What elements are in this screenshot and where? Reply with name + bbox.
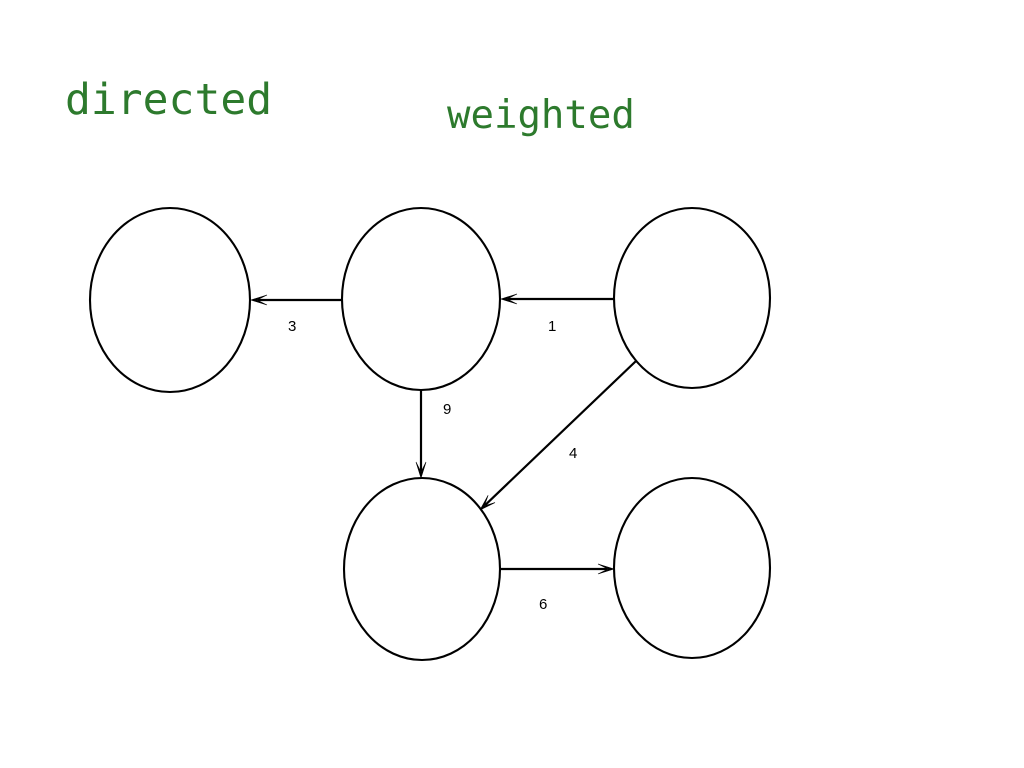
arrowhead-icon	[249, 294, 268, 306]
title-weighted: weighted	[447, 93, 635, 138]
edge-n2-n1[interactable]: 3	[249, 294, 343, 335]
edge-weight-label: 4	[569, 445, 577, 462]
arrowhead-icon	[597, 563, 616, 575]
edge-n4-n5[interactable]: 6	[500, 563, 616, 613]
edge-line	[484, 360, 637, 506]
edge-n3-n4[interactable]: 4	[479, 360, 637, 511]
arrowhead-icon	[499, 293, 518, 305]
edge-weight-label: 6	[539, 596, 547, 613]
arrowhead-icon	[479, 495, 496, 511]
arrowhead-icon	[415, 461, 427, 480]
graph-node-n2[interactable]	[340, 206, 502, 392]
node-group	[88, 206, 772, 662]
edge-weight-label: 9	[443, 401, 451, 418]
edge-n3-n2[interactable]: 1	[499, 293, 614, 335]
title-group: directed weighted	[65, 75, 635, 138]
edge-group: 3 1 9 4 6	[249, 293, 637, 613]
edge-weight-label: 1	[548, 318, 556, 335]
title-directed: directed	[65, 75, 272, 125]
graph-node-n4[interactable]	[342, 476, 502, 662]
graph-node-n3[interactable]	[612, 206, 772, 390]
edge-weight-label: 3	[288, 318, 296, 335]
edge-n2-n4[interactable]: 9	[415, 390, 451, 480]
graph-node-n5[interactable]	[612, 476, 772, 660]
graph-node-n1[interactable]	[88, 206, 252, 394]
